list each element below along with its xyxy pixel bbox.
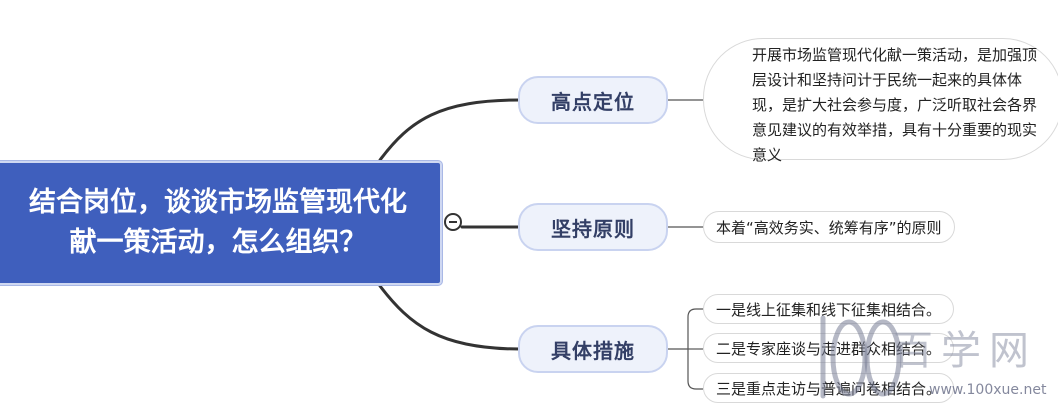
- branch-topic-positioning[interactable]: 高点定位: [518, 76, 668, 124]
- root-topic[interactable]: 结合岗位，谈谈市场监管现代化献一策活动，怎么组织？: [0, 161, 442, 285]
- leaf-topic-measure-3[interactable]: 三是重点走访与普遍问卷相结合。: [703, 373, 955, 403]
- leaf-label: 开展市场监管现代化献一策活动，是加强顶层设计和坚持问计于民统一起来的具体体现，是…: [752, 46, 1038, 164]
- branch-topic-measures[interactable]: 具体措施: [518, 325, 668, 373]
- branch-label: 具体措施: [551, 338, 635, 363]
- branch-label: 坚持原则: [551, 216, 635, 241]
- leaf-label: 本着“高效务实、统筹有序”的原则: [716, 218, 942, 237]
- leaf-topic-measure-2[interactable]: 二是专家座谈与走进群众相结合。: [703, 333, 955, 363]
- branch-topic-principle[interactable]: 坚持原则: [518, 203, 668, 251]
- branch-label: 高点定位: [551, 89, 635, 114]
- leaf-topic-principle-detail[interactable]: 本着“高效务实、统筹有序”的原则: [703, 211, 955, 243]
- watermark-text: 百学网: [893, 328, 1037, 374]
- leaf-label: 二是专家座谈与走进群众相结合。: [716, 339, 942, 358]
- watermark-logo: 100: [820, 315, 902, 399]
- leaf-topic-measure-1[interactable]: 一是线上征集和线下征集相结合。: [703, 294, 955, 324]
- leaf-topic-positioning-detail[interactable]: 开展市场监管现代化献一策活动，是加强顶层设计和坚持问计于民统一起来的具体体现，是…: [703, 38, 1058, 164]
- root-topic-label: 结合岗位，谈谈市场监管现代化献一策活动，怎么组织？: [29, 187, 407, 258]
- watermark-url: www.100xue.net: [929, 382, 1047, 398]
- collapse-toggle-icon[interactable]: [444, 213, 462, 231]
- leaf-label: 一是线上征集和线下征集相结合。: [716, 300, 942, 319]
